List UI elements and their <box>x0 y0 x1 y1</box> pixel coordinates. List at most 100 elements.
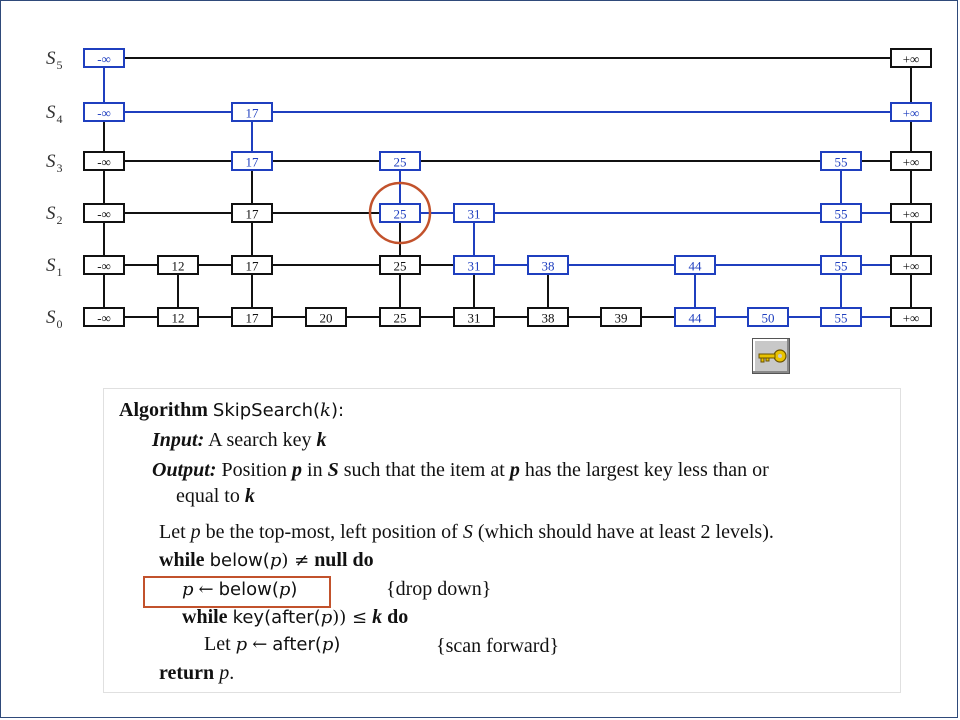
skip-node: +∞ <box>890 307 932 327</box>
key-after-arg: p <box>320 607 333 628</box>
node-key: 50 <box>762 311 775 326</box>
node-box <box>674 307 716 327</box>
skip-node: 25 <box>379 255 421 275</box>
output-text-2: in <box>307 459 323 481</box>
node-box <box>453 255 495 275</box>
node-key: 17 <box>246 106 260 121</box>
do-keyword: do <box>352 549 374 571</box>
do-keyword-2: do <box>387 606 409 628</box>
algorithm-close: ): <box>330 400 345 421</box>
null-keyword: null <box>314 549 348 571</box>
output-var-k: k <box>244 485 255 507</box>
after-close: ) <box>333 634 341 655</box>
after-call: after( <box>272 634 322 655</box>
return-line: return p. <box>159 662 234 685</box>
node-box <box>747 307 789 327</box>
return-keyword: return <box>159 662 215 684</box>
node-box <box>890 48 932 68</box>
node-box <box>379 255 421 275</box>
assign-var-p: p <box>182 579 194 600</box>
skip-node: -∞ <box>83 102 125 122</box>
let-forward-arrow: ← <box>252 634 268 655</box>
key-button[interactable] <box>752 338 790 374</box>
while-keyword: while <box>159 549 205 571</box>
node-key: 25 <box>394 259 407 274</box>
node-box <box>453 307 495 327</box>
node-box <box>231 307 273 327</box>
skip-node: +∞ <box>890 151 932 171</box>
node-key: 17 <box>246 259 260 274</box>
node-box <box>83 203 125 223</box>
assign-arrow: ← <box>198 579 214 600</box>
node-key: 55 <box>835 155 848 170</box>
after-arg: p <box>321 634 334 655</box>
level-label: S3 <box>46 151 63 175</box>
algorithm-panel: Algorithm SkipSearch(k): Input: A search… <box>103 388 901 693</box>
output-line-2: equal to k <box>176 485 255 508</box>
skip-node: +∞ <box>890 102 932 122</box>
output-label: Output: <box>152 459 217 481</box>
algorithm-header: Algorithm SkipSearch(k): <box>119 399 344 422</box>
input-var: k <box>316 429 327 451</box>
node-key: 25 <box>394 155 407 170</box>
leq-symbol: )) ≤ <box>332 607 368 628</box>
comment-drop-down: {drop down} <box>386 578 492 600</box>
node-box <box>305 307 347 327</box>
key-icon <box>758 349 787 363</box>
skip-node: 38 <box>527 255 569 275</box>
output-var-s: S <box>327 459 339 481</box>
node-key: 44 <box>689 259 703 274</box>
below-call: below( <box>209 550 270 571</box>
skip-node: 17 <box>231 102 273 122</box>
algorithm-name: SkipSearch( <box>212 400 321 421</box>
node-key: 17 <box>246 155 260 170</box>
node-key: 55 <box>835 207 848 222</box>
node-box <box>379 307 421 327</box>
skip-node: 12 <box>157 307 199 327</box>
let-text-3: (which should have at least 2 levels). <box>477 521 774 543</box>
node-key: +∞ <box>903 106 920 121</box>
let-forward-text: Let <box>204 633 231 655</box>
skip-node: 39 <box>600 307 642 327</box>
while2-var-k: k <box>372 606 383 628</box>
node-key: -∞ <box>97 52 111 67</box>
highlight-circle <box>368 181 432 245</box>
node-box <box>820 151 862 171</box>
skip-node: 17 <box>231 307 273 327</box>
return-dot: . <box>229 662 235 684</box>
node-key: 31 <box>468 311 481 326</box>
skip-node: 25 <box>379 307 421 327</box>
algorithm-keyword: Algorithm <box>119 399 208 421</box>
node-key: 31 <box>468 207 481 222</box>
node-key: +∞ <box>903 155 920 170</box>
node-box <box>890 151 932 171</box>
level-label: S0 <box>46 307 63 331</box>
assign-close: ) <box>290 579 298 600</box>
node-box <box>820 307 862 327</box>
node-box <box>379 151 421 171</box>
skip-node: +∞ <box>890 48 932 68</box>
node-box <box>231 151 273 171</box>
node-box <box>820 255 862 275</box>
let-var-s: S <box>462 521 473 543</box>
below-arg: p <box>269 550 282 571</box>
output-var-p2: p <box>509 459 520 481</box>
node-box <box>83 48 125 68</box>
node-box <box>231 203 273 223</box>
skip-node: 55 <box>820 151 862 171</box>
skip-node: 55 <box>820 255 862 275</box>
node-box <box>820 203 862 223</box>
output-text-4: has the largest key less than or <box>524 459 769 481</box>
skip-node: 44 <box>674 255 716 275</box>
output-line: Output: Position p in S such that the it… <box>152 459 769 482</box>
skip-node: 25 <box>379 203 421 223</box>
skip-node: -∞ <box>83 48 125 68</box>
skip-node: 17 <box>231 151 273 171</box>
output-text-3: such that the item at <box>343 459 505 481</box>
level-label: S4 <box>46 102 63 126</box>
level-label: S5 <box>46 48 63 72</box>
node-box <box>83 102 125 122</box>
skip-node: 31 <box>453 307 495 327</box>
node-key: +∞ <box>903 52 920 67</box>
